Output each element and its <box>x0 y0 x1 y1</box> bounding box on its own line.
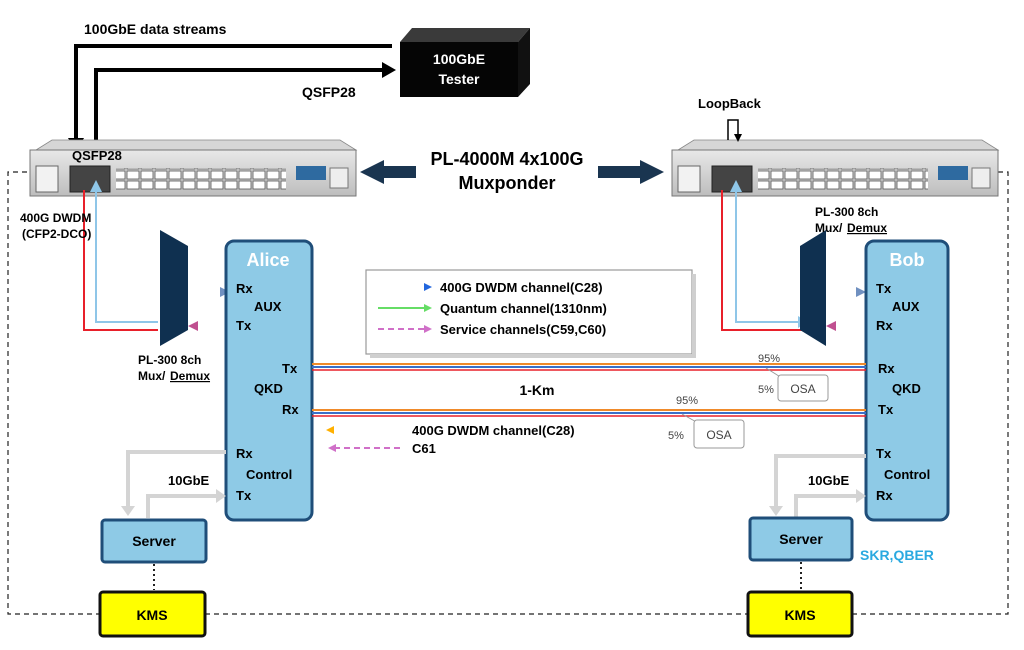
alice-control-label: Control <box>246 467 292 482</box>
loopback-arrow <box>727 119 739 140</box>
right-dwdm-fiber-red <box>721 190 804 331</box>
legend-item-quantum: Quantum channel(1310nm) <box>440 301 607 316</box>
left-mux-label-line2a: Mux/ <box>138 369 166 383</box>
loopback-label: LoopBack <box>698 96 762 111</box>
right-kms-label: KMS <box>784 607 815 623</box>
left-kms-label: KMS <box>136 607 167 623</box>
left-muxponder-chassis <box>29 139 358 197</box>
osa-top-label: OSA <box>790 382 815 396</box>
bob-qkd-tx: Tx <box>878 402 894 417</box>
muxponder-arrow-right <box>598 160 664 184</box>
left-quantum-fiber-blue <box>95 186 158 323</box>
left-server-link-tx <box>146 494 220 518</box>
tap-5-top: 5% <box>758 384 774 396</box>
bob-ctrl-tx: Tx <box>876 446 892 461</box>
distance-label: 1-Km <box>519 382 554 398</box>
service-loop-dashed <box>7 171 1009 615</box>
right-quantum-fiber-blue <box>735 186 804 323</box>
right-mux-label-line2a: Mux/ <box>815 221 843 235</box>
alice-aux-tx: Tx <box>236 318 252 333</box>
left-mux-demux <box>160 230 188 346</box>
bob-title: Bob <box>890 250 925 270</box>
left-mux-label-line2b: Demux <box>170 369 210 383</box>
left-server-box <box>100 518 208 564</box>
arrow-head-right <box>382 62 396 78</box>
bob-aux-label: AUX <box>892 299 920 314</box>
bob-box <box>864 239 950 522</box>
alice-qkd-tx: Tx <box>282 361 298 376</box>
bob-qkd-label: QKD <box>892 381 921 396</box>
osa-bottom-box <box>693 419 745 449</box>
right-10gbe-label: 10GbE <box>808 473 850 488</box>
osa-top-box <box>777 374 829 402</box>
alice-aux-rx: Rx <box>236 281 253 296</box>
bob-control-label: Control <box>884 467 930 482</box>
right-mux-label-line2b: Demux <box>847 221 887 235</box>
legend-item-service: Service channels(C59,C60) <box>440 322 606 337</box>
left-server-label: Server <box>132 533 176 549</box>
right-mux-label-line1: PL-300 8ch <box>815 205 878 219</box>
alice-ctrl-tx: Tx <box>236 488 252 503</box>
qsfp28-left-label: QSFP28 <box>72 148 122 163</box>
alice-ctrl-rx: Rx <box>236 446 253 461</box>
tester-box: 100GbE Tester <box>400 28 530 97</box>
left-server-link-rx <box>126 450 226 512</box>
bob-aux-rx: Rx <box>876 318 893 333</box>
return-dwdm-label: 400G DWDM channel(C28) <box>412 423 575 438</box>
tap-5-bottom: 5% <box>668 430 684 442</box>
alice-qkd-label: QKD <box>254 381 283 396</box>
skr-qber-label: SKR,QBER <box>860 547 934 563</box>
osa-bottom-label: OSA <box>706 428 731 442</box>
muxponder-title-line2: Muxponder <box>459 173 556 193</box>
fiber-link-top <box>312 363 866 371</box>
right-mux-demux <box>800 230 826 346</box>
right-kms-box <box>746 590 854 638</box>
legend: 400G DWDM channel(C28) Quantum channel(1… <box>365 269 696 358</box>
right-server-label: Server <box>779 531 823 547</box>
bob-ctrl-rx: Rx <box>876 488 893 503</box>
qsfp28-label: QSFP28 <box>302 84 356 100</box>
data-stream-arrows <box>74 44 392 150</box>
data-streams-label: 100GbE data streams <box>84 21 227 37</box>
alice-box <box>224 239 314 522</box>
left-dwdm-fiber-red <box>83 190 158 331</box>
right-server-link-tx <box>774 454 866 512</box>
return-c61-label: C61 <box>412 441 436 456</box>
alice-title: Alice <box>246 250 289 270</box>
left-dwdm-label-line2: (CFP2-DCO) <box>22 227 91 241</box>
alice-aux-label: AUX <box>254 299 282 314</box>
left-dwdm-label-line1: 400G DWDM <box>20 211 91 225</box>
muxponder-arrow-left <box>360 160 416 184</box>
muxponder-title-line1: PL-4000M 4x100G <box>430 149 583 169</box>
left-10gbe-label: 10GbE <box>168 473 210 488</box>
tester-label-line2: Tester <box>439 71 481 87</box>
right-server-link-rx <box>794 494 860 518</box>
left-kms-box <box>98 590 207 638</box>
tester-label-line1: 100GbE <box>433 51 485 67</box>
bob-aux-tx: Tx <box>876 281 892 296</box>
right-muxponder-chassis <box>671 139 1000 197</box>
legend-item-dwdm: 400G DWDM channel(C28) <box>440 280 603 295</box>
bob-qkd-rx: Rx <box>878 361 895 376</box>
right-server-box <box>748 516 854 562</box>
tap-95-bottom: 95% <box>676 395 698 407</box>
fiber-link-bottom <box>312 409 866 417</box>
alice-qkd-rx: Rx <box>282 402 299 417</box>
tap-95-top: 95% <box>758 353 780 365</box>
left-mux-label-line1: PL-300 8ch <box>138 353 201 367</box>
